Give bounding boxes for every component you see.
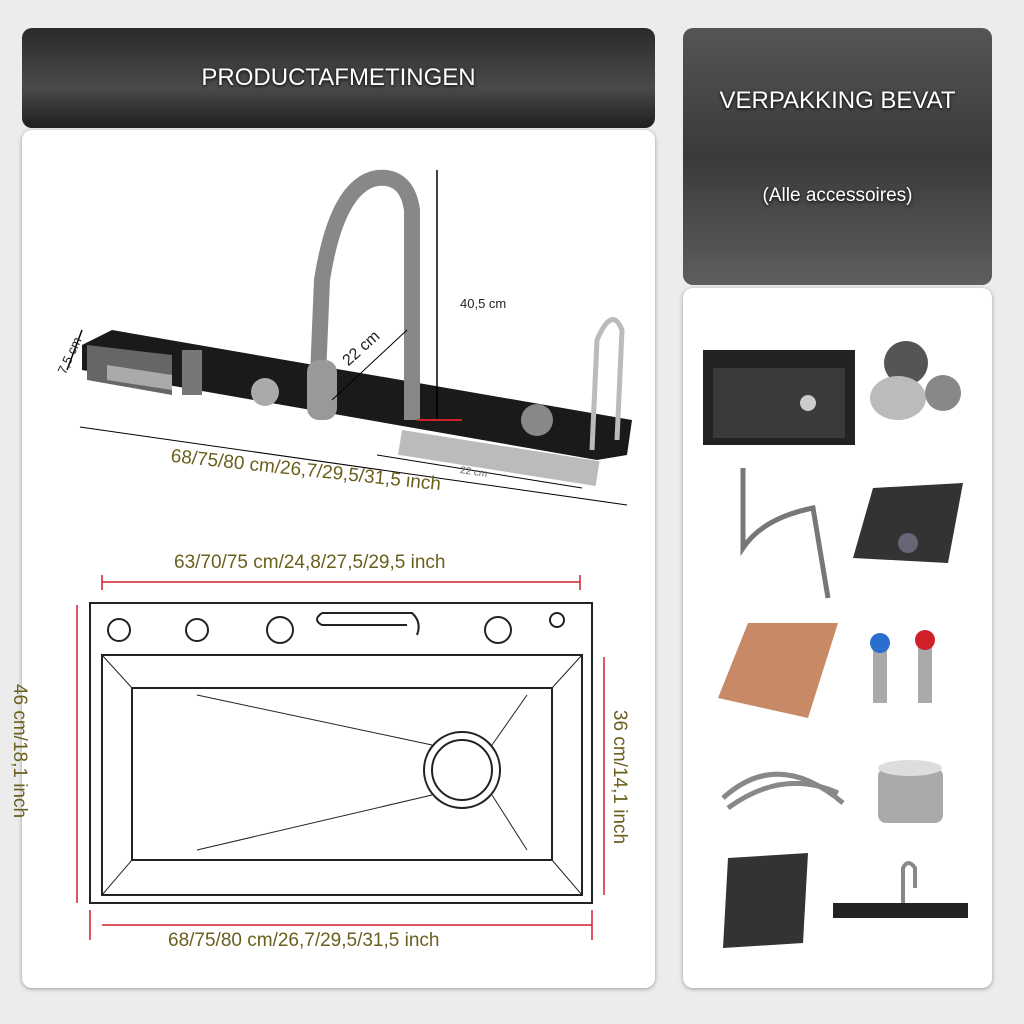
water-hoses-icon xyxy=(721,771,845,811)
accessory-images xyxy=(703,341,968,948)
sink-drawings xyxy=(66,169,632,940)
faucet-set-icon xyxy=(833,861,968,918)
header-title: PRODUCTAFMETINGEN xyxy=(201,64,476,91)
cutting-board-icon xyxy=(718,623,838,718)
angle-valves-icon xyxy=(870,630,935,703)
drain-basket-icon xyxy=(853,483,963,563)
sink-outline xyxy=(89,602,593,904)
dimension-arrows xyxy=(76,575,605,940)
faucet-shelf xyxy=(82,330,632,460)
header-title: VERPAKKING BEVAT xyxy=(719,86,956,114)
drain-pipe-icon xyxy=(740,468,831,599)
inner-depth-label: 36 cm/14,1 inch xyxy=(609,709,631,845)
drain xyxy=(423,731,501,809)
strainer-icon xyxy=(870,341,961,420)
dimensions-card: 40,5 cm 22 cm 7,5 cm 22 cm 68/75/80 cm/2… xyxy=(9,130,655,988)
faucet xyxy=(309,169,420,420)
sink-icon xyxy=(703,350,855,445)
height-label: 40,5 cm xyxy=(460,296,507,311)
header-package-contents: VERPAKKING BEVAT (Alle accessoires) xyxy=(683,28,992,285)
cup-washer-icon xyxy=(878,760,943,823)
header-product-dimensions: PRODUCTAFMETINGEN xyxy=(22,28,655,128)
header-subtitle: (Alle accessoires) xyxy=(762,184,913,206)
outer-depth-label: 46 cm/18,1 inch xyxy=(9,683,31,819)
accessories-card xyxy=(683,288,992,988)
drying-rack-icon xyxy=(723,853,808,948)
outer-width-label: 68/75/80 cm/26,7/29,5/31,5 inch xyxy=(168,930,440,951)
inner-width-label: 63/70/75 cm/24,8/27,5/29,5 inch xyxy=(174,552,446,573)
